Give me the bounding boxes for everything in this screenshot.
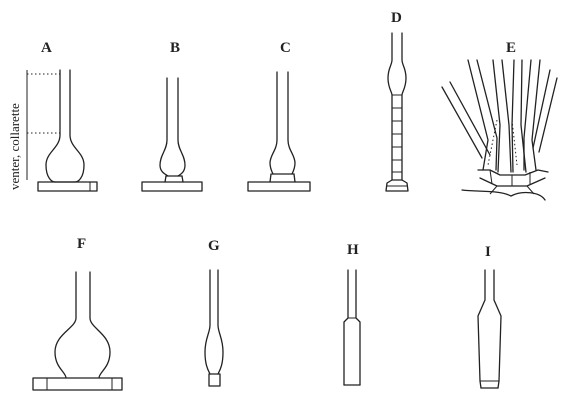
phialide-h-left (344, 270, 348, 385)
phialide-h-right (356, 270, 360, 385)
label-i: I (485, 244, 491, 260)
phialide-b-right (178, 78, 185, 176)
phialide-i-left (478, 270, 485, 388)
phialide-g-right (218, 270, 223, 374)
label-f: F (77, 236, 86, 252)
substrate-c (248, 182, 310, 191)
phialide-c-right (288, 72, 295, 174)
phialide-d-right (402, 33, 406, 180)
phialide-f-left (55, 272, 76, 378)
phialide-e-2 (468, 60, 497, 170)
phialide-e-5 (524, 60, 540, 170)
phialide-f-right (90, 272, 110, 378)
figure-h: H (344, 242, 360, 385)
label-e: E (506, 40, 516, 56)
figure-f: F (33, 236, 122, 390)
figure-c: C (248, 40, 310, 191)
substrate-e (462, 190, 545, 200)
phialide-g-left (205, 270, 210, 374)
side-label-venter: venter, collarette (7, 103, 22, 190)
substrate-f (33, 378, 122, 390)
phialide-d-left (388, 33, 392, 180)
label-g: G (208, 238, 220, 254)
figure-e: E (442, 40, 557, 200)
label-c: C (280, 40, 291, 56)
substrate-b (142, 182, 202, 191)
figure-a: A venter, collarette (7, 40, 97, 191)
phialide-c-left (270, 72, 277, 174)
label-h: H (347, 242, 359, 258)
figure-g: G (205, 238, 223, 386)
substrate-a (38, 182, 97, 191)
figure-d: D (386, 10, 408, 191)
phialide-a-right (70, 70, 84, 182)
figure-i: I (478, 244, 501, 388)
phialide-b-left (160, 78, 168, 176)
label-d: D (391, 10, 402, 26)
phialide-e-6 (533, 70, 557, 152)
phialide-a-left (46, 70, 60, 182)
label-a: A (41, 40, 52, 56)
phialide-i-right (494, 270, 501, 388)
label-b: B (170, 40, 180, 56)
foot-g (209, 374, 220, 386)
figure-b: B (142, 40, 202, 191)
phialide-e-3 (493, 60, 511, 172)
